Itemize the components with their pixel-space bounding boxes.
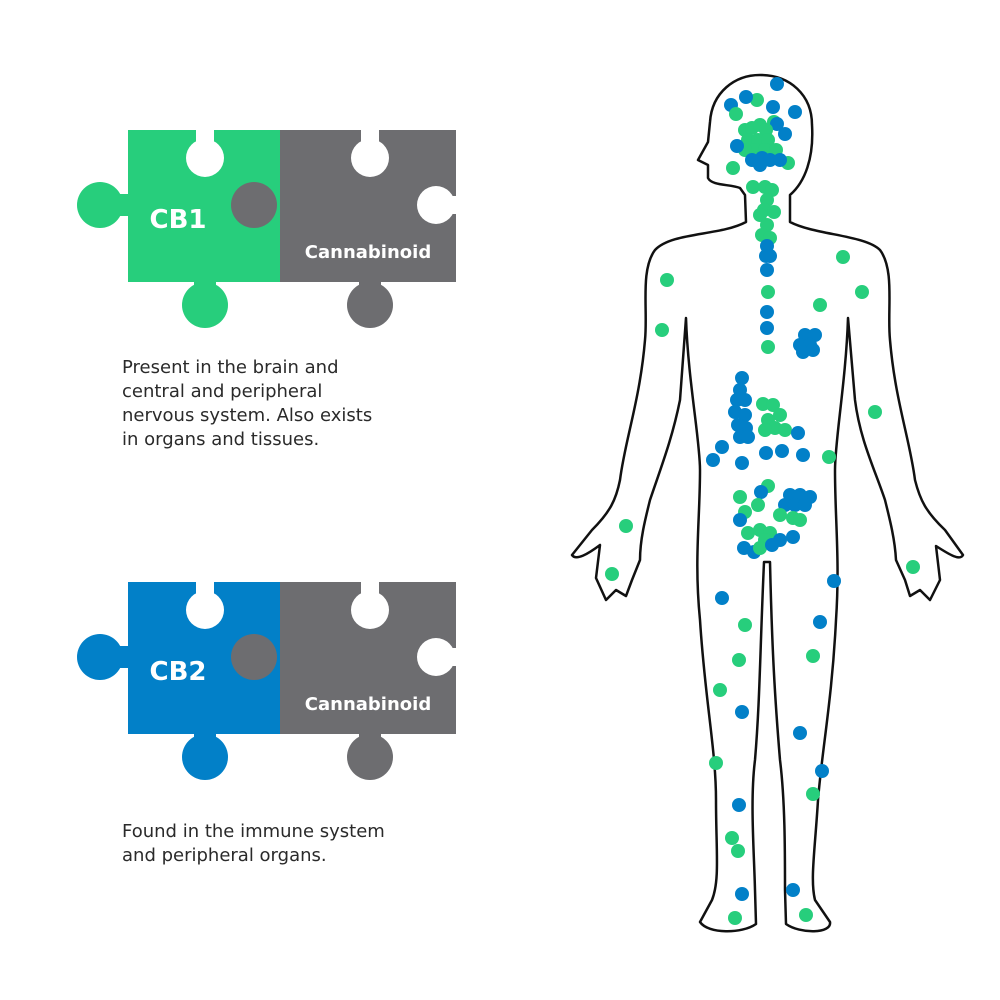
- cb1-label: CB1: [150, 205, 207, 235]
- cb1-receptor-dot: [773, 508, 787, 522]
- cb2-receptor-dot: [766, 100, 780, 114]
- cb2-receptor-dot: [739, 90, 753, 104]
- cb1-receptor-dot: [766, 398, 780, 412]
- cb2-receptor-dot: [813, 615, 827, 629]
- cb2-receptor-dot: [793, 726, 807, 740]
- receptor-dots: [605, 77, 920, 925]
- cb1-receptor-dot: [729, 107, 743, 121]
- cb2-receptor-dot: [770, 77, 784, 91]
- cb2-receptor-dot: [770, 117, 784, 131]
- cb1-receptor-dot: [799, 908, 813, 922]
- cb1-description-line: in organs and tissues.: [122, 429, 320, 450]
- cb1-receptor-dot: [855, 285, 869, 299]
- cb1-description: Present in the brain and central and per…: [122, 356, 372, 452]
- cb2-receptor-dot: [788, 498, 802, 512]
- cb1-receptor-dot: [753, 208, 767, 222]
- cb2-receptor-dot: [759, 446, 773, 460]
- cb1-description-line: Present in the brain and: [122, 357, 339, 378]
- cb2-receptor-dot: [773, 153, 787, 167]
- cb1-puzzle: CB1 Cannabinoid: [77, 128, 458, 328]
- cb2-receptor-dot: [738, 408, 752, 422]
- cb2-receptor-dot: [786, 883, 800, 897]
- cb1-receptor-dot: [732, 653, 746, 667]
- cb1-receptor-dot: [741, 526, 755, 540]
- cb1-receptor-dot: [773, 408, 787, 422]
- cb1-receptor-dot: [806, 649, 820, 663]
- cb2-receptor-dot: [806, 343, 820, 357]
- cb2-receptor-dot: [753, 158, 767, 172]
- cb2-receptor-dot: [715, 591, 729, 605]
- cannabinoid-label: Cannabinoid: [305, 694, 431, 715]
- cb2-receptor-dot: [754, 485, 768, 499]
- cb1-receptor-dot: [731, 844, 745, 858]
- body-outline: [570, 73, 965, 933]
- cb1-receptor-dot: [761, 285, 775, 299]
- cb2-receptor-dot: [775, 444, 789, 458]
- cb2-receptor-dot: [798, 498, 812, 512]
- cb1-receptor-dot: [753, 541, 767, 555]
- cb1-receptor-dot: [806, 787, 820, 801]
- cb2-description: Found in the immune system and periphera…: [122, 820, 385, 868]
- cb2-puzzle: CB2 Cannabinoid: [77, 580, 458, 780]
- cb1-receptor-dot: [726, 161, 740, 175]
- cb2-receptor-dot: [760, 305, 774, 319]
- cb1-receptor-dot: [868, 405, 882, 419]
- cb2-receptor-dot: [791, 426, 805, 440]
- cb2-description-line: and peripheral organs.: [122, 845, 327, 866]
- cb1-receptor-dot: [761, 340, 775, 354]
- cb2-receptor-dot: [735, 705, 749, 719]
- cb2-receptor-dot: [760, 321, 774, 335]
- cb1-receptor-dot: [746, 180, 760, 194]
- cb1-receptor-dot: [767, 205, 781, 219]
- cb1-description-line: nervous system. Also exists: [122, 405, 373, 426]
- cb2-receptor-dot: [735, 456, 749, 470]
- cb1-description-line: central and peripheral: [122, 381, 323, 402]
- cb2-receptor-dot: [765, 538, 779, 552]
- cb2-receptor-dot: [735, 887, 749, 901]
- cb2-receptor-dot: [733, 513, 747, 527]
- cb1-receptor-dot: [725, 831, 739, 845]
- cb2-receptor-dot: [735, 371, 749, 385]
- cb2-receptor-dot: [732, 798, 746, 812]
- cb2-receptor-dot: [827, 574, 841, 588]
- cb1-receptor-dot: [605, 567, 619, 581]
- cb2-receptor-dot: [738, 393, 752, 407]
- cb1-receptor-dot: [709, 756, 723, 770]
- cb1-receptor-dot: [793, 513, 807, 527]
- cb1-receptor-dot: [778, 423, 792, 437]
- cb2-receptor-dot: [815, 764, 829, 778]
- cb1-receptor-dot: [822, 450, 836, 464]
- cb2-receptor-dot: [715, 440, 729, 454]
- cb2-receptor-dot: [760, 263, 774, 277]
- cb2-receptor-dot: [788, 105, 802, 119]
- cb2-receptor-dot: [763, 249, 777, 263]
- cb2-description-line: Found in the immune system: [122, 821, 385, 842]
- cannabinoid-piece: [231, 128, 458, 328]
- cb2-receptor-dot: [741, 430, 755, 444]
- cb1-receptor-dot: [750, 93, 764, 107]
- cb1-receptor-dot: [619, 519, 633, 533]
- cb2-receptor-dot: [778, 127, 792, 141]
- cb1-receptor-dot: [733, 490, 747, 504]
- cb1-receptor-dot: [836, 250, 850, 264]
- cb1-receptor-dot: [906, 560, 920, 574]
- cb2-label: CB2: [150, 657, 207, 687]
- cb1-receptor-dot: [660, 273, 674, 287]
- cb2-receptor-dot: [786, 530, 800, 544]
- cb1-receptor-dot: [655, 323, 669, 337]
- cb2-receptor-dot: [730, 139, 744, 153]
- cb2-receptor-dot: [796, 448, 810, 462]
- cannabinoid-piece: [231, 580, 458, 780]
- cannabinoid-label: Cannabinoid: [305, 242, 431, 263]
- cb1-receptor-dot: [758, 423, 772, 437]
- cb1-receptor-dot: [813, 298, 827, 312]
- cb1-receptor-dot: [728, 911, 742, 925]
- cb2-receptor-dot: [706, 453, 720, 467]
- cb1-receptor-dot: [738, 618, 752, 632]
- cb1-receptor-dot: [751, 498, 765, 512]
- cb1-receptor-dot: [713, 683, 727, 697]
